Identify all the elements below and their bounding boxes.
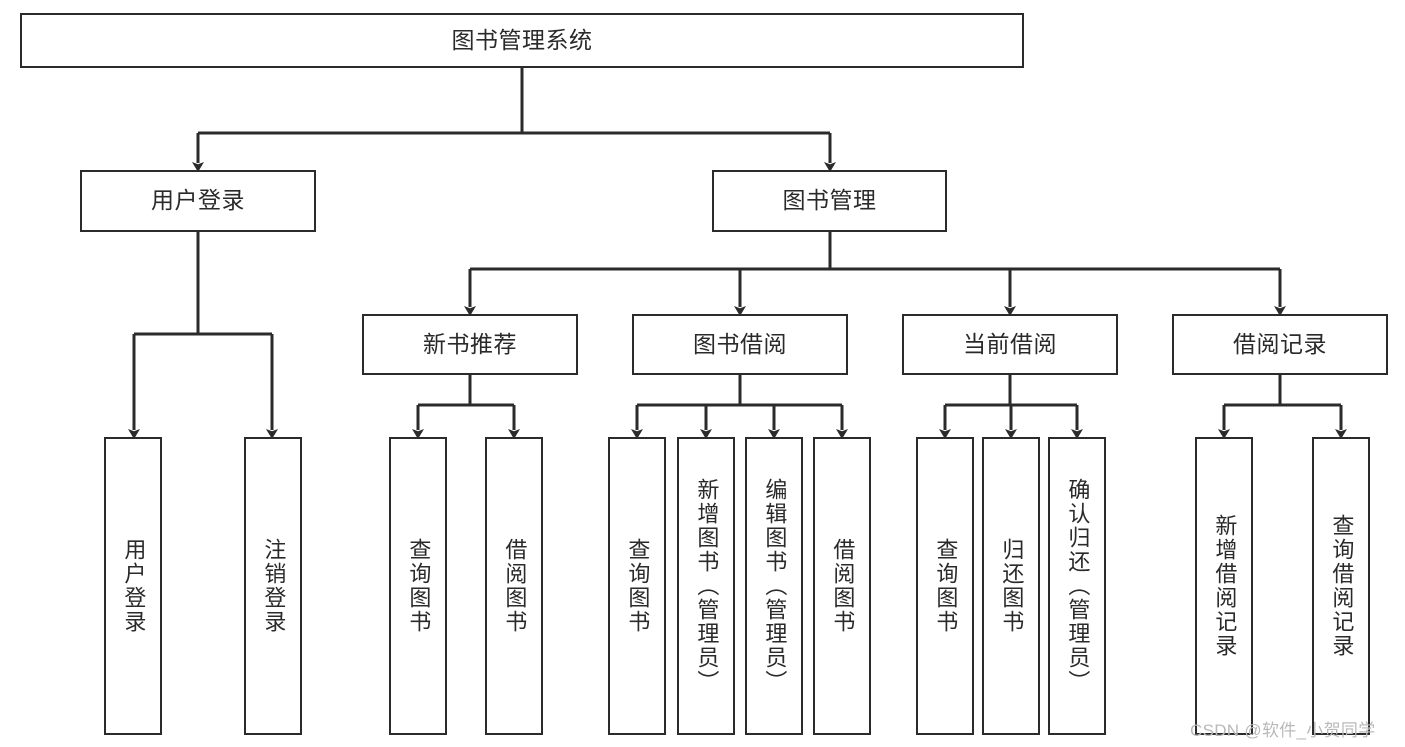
leaf-user-login[interactable]: 用户登录 — [104, 437, 162, 735]
node-current-borrow[interactable]: 当前借阅 — [902, 314, 1118, 375]
node-label: 借阅图书 — [830, 538, 856, 634]
node-label: 查询借阅记录 — [1329, 514, 1355, 658]
node-borrow-record[interactable]: 借阅记录 — [1172, 314, 1388, 375]
leaf-return-book[interactable]: 归还图书 — [982, 437, 1040, 735]
watermark: CSDN @软件_小贺同学 — [1190, 721, 1376, 740]
node-label: 确认归还（管理员） — [1065, 478, 1091, 694]
node-label: 查询图书 — [933, 538, 959, 634]
node-label: 图书借阅 — [693, 330, 787, 357]
leaf-edit-book[interactable]: 编辑图书（管理员） — [745, 437, 803, 735]
node-label: 当前借阅 — [963, 330, 1057, 357]
leaf-add-book[interactable]: 新增图书（管理员） — [677, 437, 735, 735]
node-book-borrow[interactable]: 图书借阅 — [632, 314, 848, 375]
node-label: 图书管理系统 — [451, 26, 593, 53]
node-label: 归还图书 — [999, 538, 1025, 634]
node-label: 图书管理 — [782, 187, 877, 214]
leaf-query-record[interactable]: 查询借阅记录 — [1312, 437, 1370, 735]
leaf-add-record[interactable]: 新增借阅记录 — [1195, 437, 1253, 735]
node-label: 编辑图书（管理员） — [762, 478, 788, 694]
leaf-borrow-book-1[interactable]: 借阅图书 — [485, 437, 543, 735]
node-label: 注销登录 — [261, 538, 287, 634]
node-label: 新书推荐 — [423, 330, 517, 357]
leaf-query-book-1[interactable]: 查询图书 — [389, 437, 447, 735]
node-label: 查询图书 — [406, 538, 432, 634]
leaf-borrow-book-2[interactable]: 借阅图书 — [813, 437, 871, 735]
node-label: 用户登录 — [151, 187, 245, 214]
node-book-manage[interactable]: 图书管理 — [712, 170, 947, 232]
leaf-confirm-return[interactable]: 确认归还（管理员） — [1048, 437, 1106, 735]
node-label: 借阅图书 — [502, 538, 528, 634]
node-label: 新增图书（管理员） — [694, 478, 720, 694]
node-label: 用户登录 — [121, 538, 147, 634]
leaf-query-book-2[interactable]: 查询图书 — [608, 437, 666, 735]
leaf-query-book-3[interactable]: 查询图书 — [916, 437, 974, 735]
node-label: 查询图书 — [625, 538, 651, 634]
leaf-user-logout[interactable]: 注销登录 — [244, 437, 302, 735]
node-new-book-rec[interactable]: 新书推荐 — [362, 314, 578, 375]
node-label: 新增借阅记录 — [1212, 514, 1238, 658]
node-root-system[interactable]: 图书管理系统 — [20, 13, 1024, 68]
node-label: 借阅记录 — [1233, 330, 1327, 357]
node-user-login[interactable]: 用户登录 — [80, 170, 316, 232]
